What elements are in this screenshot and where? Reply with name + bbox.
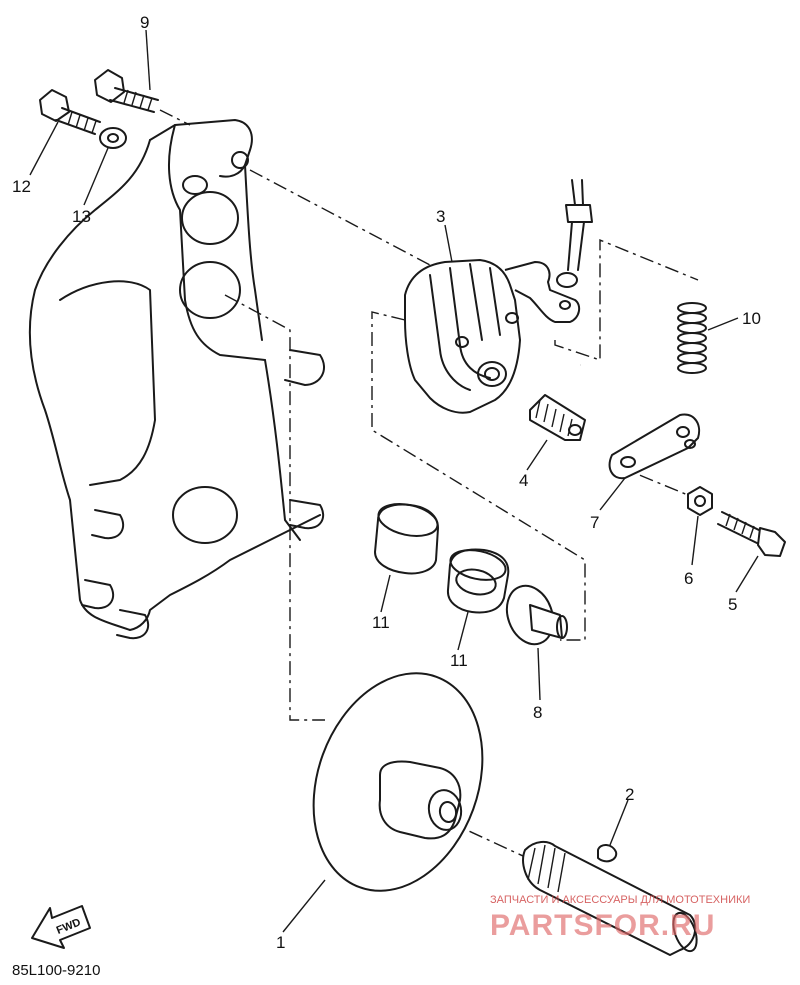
watermark-brand: PARTSFOR.RU bbox=[490, 909, 715, 942]
sheave-1 bbox=[312, 672, 484, 892]
seal-11b bbox=[446, 548, 510, 614]
shaft bbox=[522, 840, 698, 956]
seal-11a bbox=[374, 503, 439, 575]
part-labels: 9 12 13 3 10 4 7 6 5 11 11 8 2 1 bbox=[12, 13, 761, 952]
label-part-5: 5 bbox=[728, 595, 737, 614]
bolt-12 bbox=[39, 89, 101, 135]
watermark: ЗАПЧАСТИ И АКСЕССУАРЫ ДЛЯ МОТОТЕХНИКИ PA… bbox=[490, 894, 750, 942]
label-part-6: 6 bbox=[684, 569, 693, 588]
housing-cover bbox=[28, 119, 325, 640]
leader-lines bbox=[29, 29, 759, 933]
cable-end bbox=[556, 179, 593, 288]
label-part-1: 1 bbox=[276, 933, 285, 952]
collar-8 bbox=[505, 584, 568, 646]
label-part-13: 13 bbox=[72, 207, 91, 226]
drawing-code: 85L100-9210 bbox=[12, 962, 100, 979]
watermark-tagline: ЗАПЧАСТИ И АКСЕССУАРЫ ДЛЯ МОТОТЕХНИКИ bbox=[490, 894, 750, 906]
label-part-11a: 11 bbox=[372, 613, 390, 632]
label-part-9: 9 bbox=[140, 13, 149, 32]
label-part-8: 8 bbox=[533, 703, 542, 722]
adjuster-4 bbox=[529, 394, 586, 441]
label-part-7: 7 bbox=[590, 513, 599, 532]
label-part-10: 10 bbox=[742, 309, 761, 328]
bracket-3 bbox=[404, 259, 581, 414]
fwd-arrow: FWD bbox=[31, 905, 91, 949]
plate-7 bbox=[608, 413, 700, 480]
label-part-4: 4 bbox=[519, 471, 528, 490]
bolt-9 bbox=[94, 69, 159, 113]
label-part-2: 2 bbox=[625, 785, 634, 804]
washer-13 bbox=[99, 127, 127, 149]
spring-10 bbox=[677, 302, 707, 374]
label-part-3: 3 bbox=[436, 207, 445, 226]
bolt-5 bbox=[717, 511, 786, 557]
label-part-12: 12 bbox=[12, 177, 31, 196]
label-part-11b: 11 bbox=[450, 651, 468, 670]
nut-6 bbox=[687, 486, 713, 516]
key-2 bbox=[597, 844, 618, 863]
